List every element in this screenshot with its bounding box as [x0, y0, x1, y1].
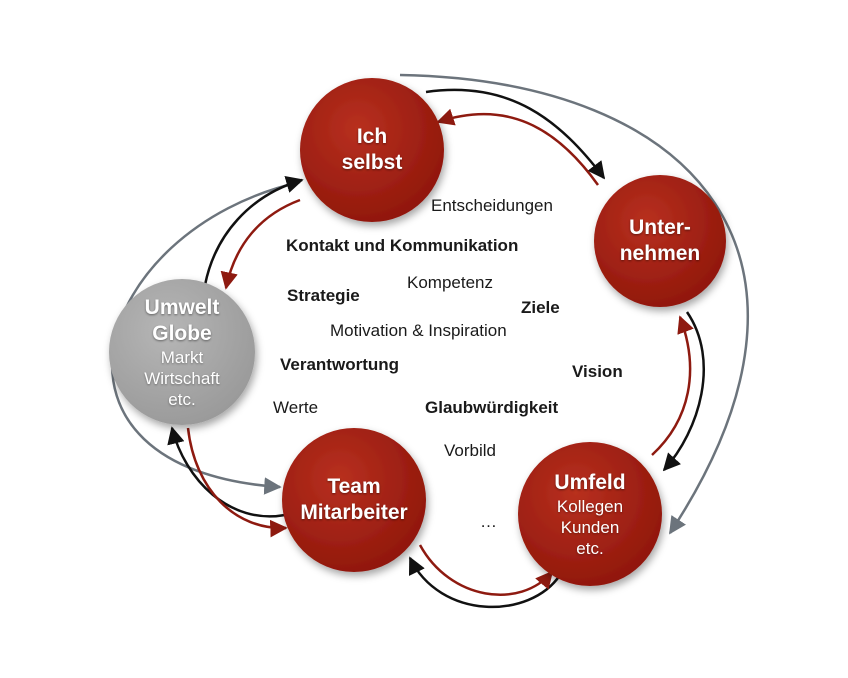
term-entscheidungen: Entscheidungen — [431, 196, 553, 215]
arrow-black-umfeld-to-team — [408, 556, 562, 609]
term-vision: Vision — [572, 362, 623, 381]
arrow-slate-ich-to-umfeld — [399, 73, 750, 535]
term-verantwortung: Verantwortung — [280, 355, 400, 374]
node-team-circle — [282, 428, 426, 572]
node-umwelt-circle — [109, 279, 255, 425]
term-glaubwuerdigkeit: Glaubwürdigkeit — [425, 398, 559, 417]
term-ziele: Ziele — [521, 298, 560, 317]
arrow-red-ich-to-umwelt — [220, 198, 301, 290]
arrow-red-team-to-umfeld — [418, 544, 554, 596]
term-motivation-inspiration: Motivation & Inspiration — [330, 321, 507, 340]
node-umfeld-circle — [518, 442, 662, 586]
arrow-red-umwelt-to-team — [186, 427, 288, 538]
arrow-black-umwelt-to-ich — [203, 175, 304, 286]
term-kontakt-kommunikation: Kontakt und Kommunikation — [286, 236, 519, 255]
term-ellipsis: … — [480, 512, 497, 531]
term-kompetenz: Kompetenz — [407, 273, 493, 292]
term-strategie: Strategie — [287, 286, 360, 305]
term-vorbild: Vorbild — [444, 441, 496, 460]
node-ich-selbst-circle — [300, 78, 444, 222]
arrow-black-ich-to-unternehmen — [425, 88, 606, 180]
term-werte: Werte — [273, 398, 319, 417]
arrow-red-unternehmen-to-ich — [436, 108, 600, 186]
arrow-red-umfeld-to-unternehmen — [651, 315, 694, 456]
arrow-black-unternehmen-to-umfeld — [662, 311, 706, 472]
node-unternehmen-circle — [594, 175, 726, 307]
